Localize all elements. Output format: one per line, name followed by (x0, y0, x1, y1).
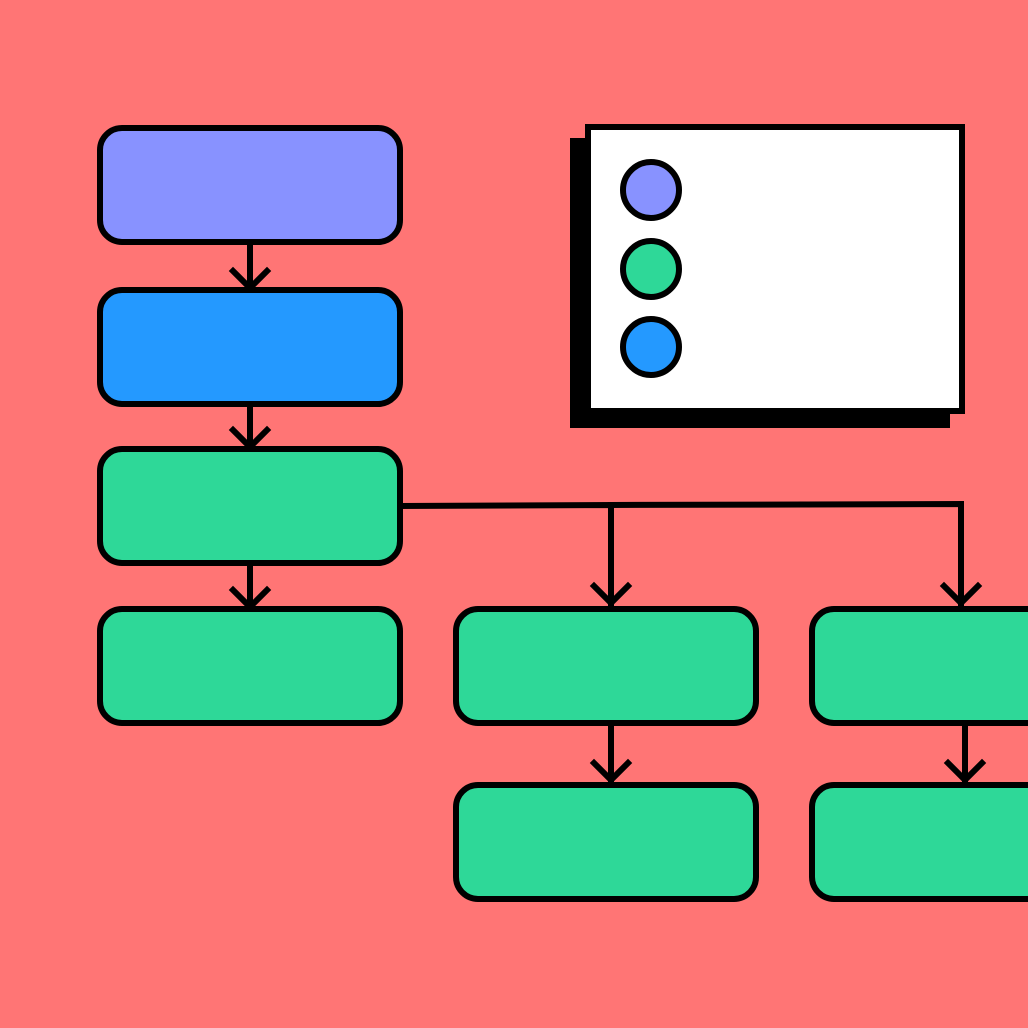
connector-node-6-to-node-8 (943, 723, 987, 785)
flowchart-node-8 (809, 782, 1028, 902)
flowchart-node-3 (97, 446, 403, 566)
legend-swatches (620, 159, 682, 378)
flowchart-node-6 (809, 606, 1028, 726)
flowchart-node-4 (97, 606, 403, 726)
legend-swatch-green (620, 238, 682, 300)
connector-node-5-to-node-7 (589, 723, 633, 785)
flowchart-node-1 (97, 125, 403, 245)
legend-swatch-blue (620, 316, 682, 378)
flowchart-node-5 (453, 606, 759, 726)
flowchart-node-2 (97, 287, 403, 407)
legend-swatch-violet (620, 159, 682, 221)
flowchart-nodes (97, 125, 1028, 902)
flowchart-node-7 (453, 782, 759, 902)
legend-card (570, 124, 965, 428)
connector-node-3-to-node-6 (607, 500, 983, 608)
